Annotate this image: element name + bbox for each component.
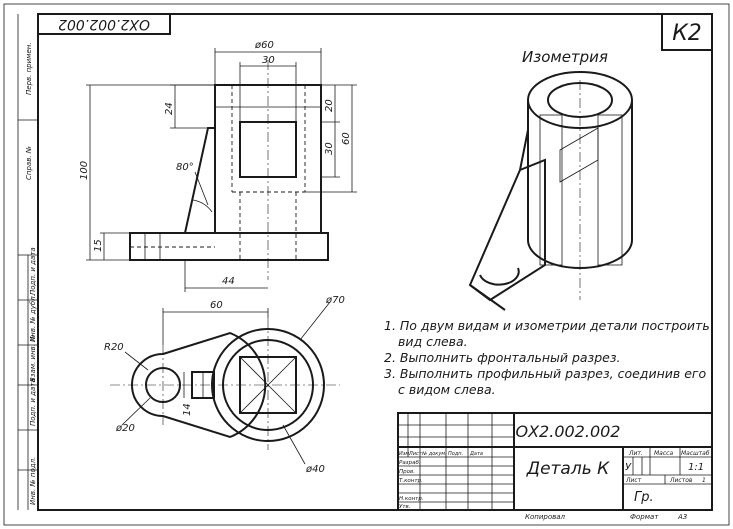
dim-30-right: 30 xyxy=(324,142,335,155)
row-label: Пров. xyxy=(399,469,415,475)
dim-44: 44 xyxy=(222,276,235,287)
top-dimensions: 60 ø70 R20 14 ø20 ø40 xyxy=(104,295,345,475)
dim-d70: ø70 xyxy=(325,295,345,306)
sheets-value: 1 xyxy=(702,477,706,484)
task-text: 1. По двум видам и изометрии детали пост… xyxy=(384,318,710,397)
format-value: А3 xyxy=(677,513,687,521)
task-line: 3. Выполнить профильный разрез, соединив… xyxy=(384,366,706,381)
front-view xyxy=(129,60,329,280)
side-label: Справ. № xyxy=(25,146,33,180)
dim-r20: R20 xyxy=(104,342,124,353)
dim-60-right: 60 xyxy=(341,132,352,145)
lit-value: У xyxy=(625,462,632,473)
col-header: Дата xyxy=(469,451,483,457)
footer: Копировал Формат А3 xyxy=(525,513,687,521)
col-header: № докум. xyxy=(421,451,447,457)
variant-label: К2 xyxy=(672,21,702,46)
sheets-label: Листов xyxy=(669,477,693,484)
isometry-view xyxy=(468,71,633,311)
doc-code: ОХ2.002.002 xyxy=(516,422,621,441)
lit-label: Лит. xyxy=(628,450,643,457)
front-dimensions: ø60 30 24 20 30 60 100 15 80° 44 xyxy=(79,40,357,292)
dim-20: 20 xyxy=(324,99,335,112)
dim-angle-80: 80° xyxy=(176,162,194,173)
outer-frame xyxy=(3,3,730,526)
group-label: Гр. xyxy=(634,490,654,505)
col-header: Изм. xyxy=(399,451,411,457)
dim-w30: 30 xyxy=(262,55,275,66)
side-label: Взам. инв. № xyxy=(29,334,37,382)
row-label: Утв. xyxy=(399,504,411,510)
scale-label: Масштаб xyxy=(681,450,710,457)
inner-frame xyxy=(37,13,713,511)
row-label: Т.контр. xyxy=(399,478,423,484)
dim-d40: ø40 xyxy=(305,464,325,475)
top-view xyxy=(110,318,340,450)
scale-value: 1:1 xyxy=(688,462,704,473)
dim-15: 15 xyxy=(93,239,104,252)
row-label: Разраб. xyxy=(399,460,421,466)
side-label: Инв. № дубл. xyxy=(29,294,37,342)
isometry-title: Изометрия xyxy=(522,48,608,66)
dim-d20-hole: ø20 xyxy=(115,423,135,434)
top-code: ОХ2.002.002 xyxy=(58,16,150,32)
task-line: с видом слева. xyxy=(398,382,496,397)
mass-label: Масса xyxy=(654,450,673,457)
side-strip: Перв. примен. Справ. № Подп. и дата Инв.… xyxy=(17,14,38,510)
format-label: Формат xyxy=(630,513,659,521)
col-header: Лист xyxy=(408,451,423,457)
task-line: 1. По двум видам и изометрии детали пост… xyxy=(384,318,710,333)
copied-label: Копировал xyxy=(525,513,566,521)
dim-24: 24 xyxy=(164,102,175,115)
dim-60-plan: 60 xyxy=(210,300,223,311)
sheet-label: Лист xyxy=(625,477,642,484)
variant-box: К2 xyxy=(661,13,713,51)
dim-d60-top: ø60 xyxy=(254,40,274,51)
side-label: Подп. и дата xyxy=(29,378,37,426)
title-block: ОХ2.002.002 Деталь К Изм. Лист № докум. … xyxy=(397,412,713,511)
dim-14: 14 xyxy=(182,403,193,416)
task-line: 2. Выполнить фронтальный разрез. xyxy=(384,350,620,365)
dim-100: 100 xyxy=(79,161,90,180)
task-line: вид слева. xyxy=(398,334,468,349)
side-label: Инв. № подл. xyxy=(29,457,37,505)
side-label: Перв. примен. xyxy=(25,42,33,95)
top-code-box: ОХ2.002.002 xyxy=(37,13,171,35)
part-name: Деталь К xyxy=(526,459,610,479)
row-label: Н.контр. xyxy=(399,496,424,502)
side-label: Подп. и дата xyxy=(29,247,37,295)
col-header: Подп. xyxy=(448,451,463,457)
